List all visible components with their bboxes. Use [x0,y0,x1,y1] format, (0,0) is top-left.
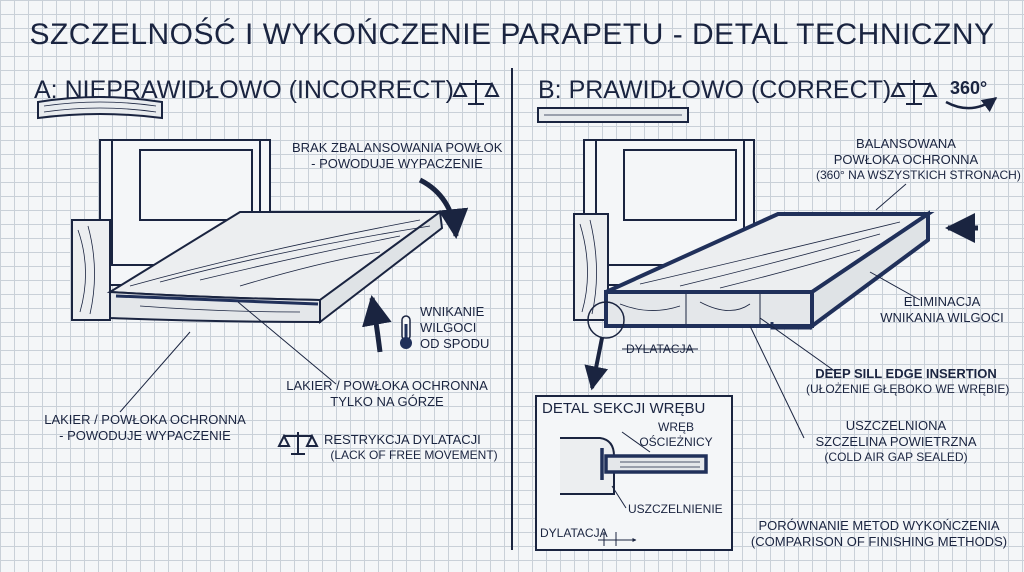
label-top-coat: LAKIER / POWŁOKA OCHRONNA TYLKO NA GÓRZE [284,378,490,410]
wall-block-a [71,219,111,321]
footer-line1: PORÓWNANIE METOD WYKOŃCZENIA [758,518,1000,533]
label-moisture-line2: WILGOCI [420,320,477,335]
label-sealed-line2: SZCZELINA POWIETRZNA [815,434,977,449]
wall-block-b [573,213,609,321]
label-deep-line1: DEEP SILL EDGE INSERTION [815,366,997,381]
leader-balanced [875,183,907,211]
detail-label-wreb-line2: OŚCIEŻNICY [639,435,713,449]
label-warp-line2: - POWODUJE WYPACZENIE [59,428,231,443]
label-elimination-line2: WNIKANIA WILGOCI [880,310,1004,325]
leader-warp [119,331,191,413]
detail-label-seal: USZCZELNIENIE [628,502,723,516]
label-moisture-line3: OD SPODU [420,336,490,351]
balance-scale-icon-a [452,80,500,105]
detail-title: DETAL SEKCJI WRĘBU [542,400,706,417]
panel-b-heading: B: PRAWIDŁOWO (CORRECT) [538,76,892,104]
leader-deep [759,317,837,373]
thermometer-icon [400,315,412,349]
label-balanced-line2: POWŁOKA OCHRONNA [833,152,979,167]
label-elimination: ELIMINACJA WNIKANIA WILGOCI [872,294,1012,326]
detail-label-wreb: WRĘB OŚCIEŻNICY [636,420,716,450]
panel-a-heading: A: NIEPRAWIDŁOWO (INCORRECT) [34,76,454,104]
label-dylatacja: DYLATACJA [626,342,694,356]
page-title: SZCZELNOŚĆ I WYKOŃCZENIE PARAPETU - DETA… [29,18,995,51]
label-warp: LAKIER / POWŁOKA OCHRONNA - POWODUJE WYP… [40,412,250,444]
footer-caption: PORÓWNANIE METOD WYKOŃCZENIA (COMPARISON… [748,518,1010,550]
detail-drawing [560,431,708,546]
label-sealed-gap: USZCZELNIONA SZCZELINA POWIETRZNA (COLD … [796,418,996,465]
label-deep-insertion: DEEP SILL EDGE INSERTION (UŁOŻENIE GŁĘBO… [806,366,1010,397]
rotation-360-icon [945,96,998,113]
leader-top-coat [237,301,337,385]
label-sealed-line1: USZCZELNIONA [845,418,947,433]
leader-sealed [749,325,805,439]
label-warp-line1: LAKIER / POWŁOKA OCHRONNA [44,412,246,427]
warp-arrow-a [418,177,469,239]
label-imbalance-line2: - POWODUJE WYPACZENIE [311,156,483,171]
leader-elimination [869,271,921,301]
footer-line2: (COMPARISON OF FINISHING METHODS) [750,534,1008,549]
flat-sill-b [604,210,935,330]
label-balanced-line1: BALANSOWANA [856,136,956,151]
magnifier-circle [587,301,625,339]
label-restriction-line1: RESTRYKCJA DYLATACJI [324,432,481,447]
label-imbalance-line1: BRAK ZBALANSOWANIA POWŁOK [292,140,503,155]
label-restriction: RESTRYKCJA DYLATACJI (LACK OF FREE MOVEM… [324,432,504,463]
label-restriction-line2: (LACK OF FREE MOVEMENT) [330,448,498,462]
badge-360: 360° [950,78,988,98]
detail-label-dylatacja: DYLATACJA [540,526,608,540]
label-top-coat-line1: LAKIER / POWŁOKA OCHRONNA [286,378,488,393]
label-elimination-line1: ELIMINACJA [903,294,981,309]
label-deep-line2: (UŁOŻENIE GŁĘBOKO WE WRĘBIE) [806,382,1010,396]
label-balanced: BALANSOWANA POWŁOKA OCHRONNA (360° NA WS… [816,136,1021,183]
window-frame-b [583,139,755,286]
seal-bracket-b [770,322,812,330]
zoom-arrow [584,337,609,391]
warped-board-icon [37,96,163,120]
label-imbalance: BRAK ZBALANSOWANIA POWŁOK - POWODUJE WYP… [292,140,502,172]
detail-label-wreb-line1: WRĘB [658,420,694,434]
label-sealed-line3: (COLD AIR GAP SEALED) [824,450,968,464]
warped-sill-a [106,210,444,325]
flat-board-icon [537,107,689,123]
balance-scale-icon-b [890,80,938,105]
moisture-arrow-a [362,295,392,353]
label-balanced-line3: (360° NA WSZYSTKICH STRONACH) [816,168,1021,182]
balance-scale-icon-restriction [277,432,319,455]
label-moisture: WNIKANIE WILGOCI OD SPODU [420,304,500,352]
label-top-coat-line2: TYLKO NA GÓRZE [330,394,444,409]
label-moisture-line1: WNIKANIE [420,304,485,319]
